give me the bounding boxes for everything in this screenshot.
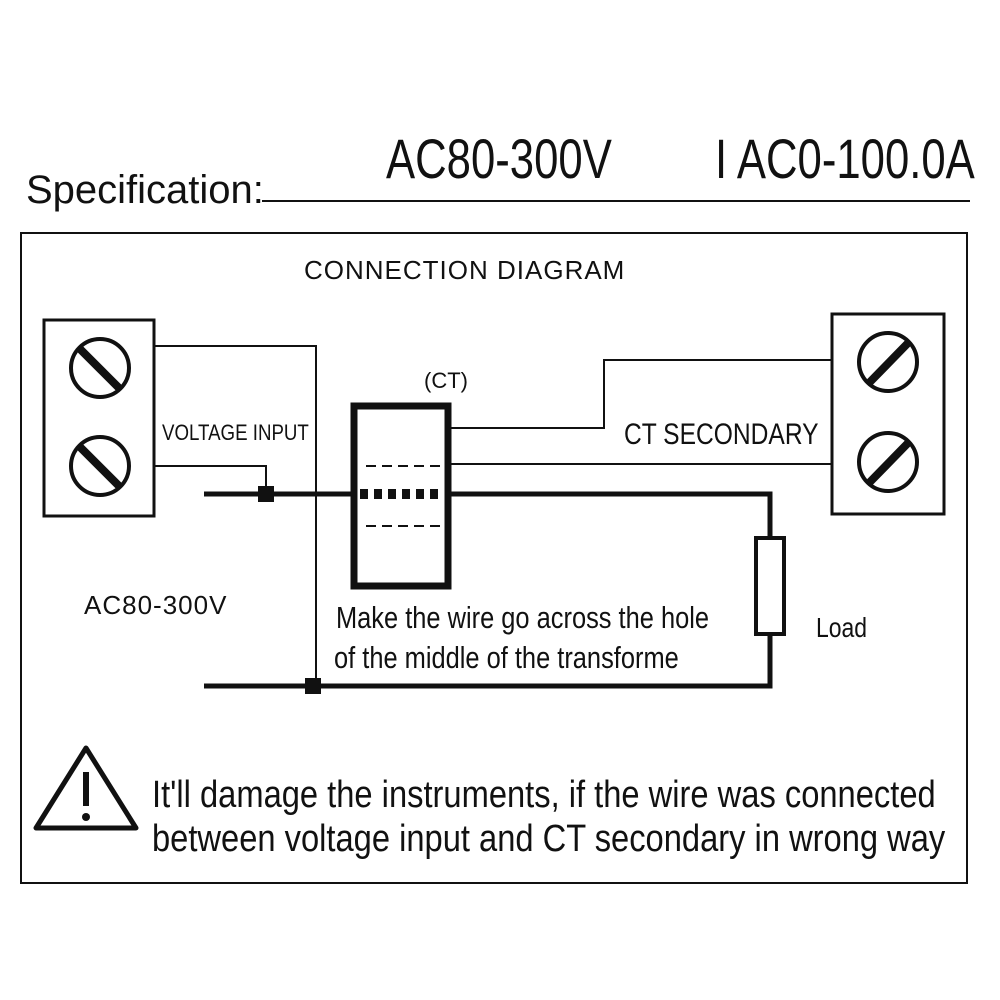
specification-label: Specification: [26,168,264,212]
load-resistor-icon [754,536,786,636]
warning-text-line-1: It'll damage the instruments, if the wir… [152,774,936,816]
load-label: Load [816,612,868,643]
wire-note-line-2: of the middle of the transforme [334,640,679,675]
terminal-screw-icon [857,431,919,493]
terminal-screw-icon [69,435,131,497]
main-current-line [204,491,773,689]
terminal-screw-icon [69,337,131,399]
spec-voltage-range: AC80-300V [386,127,612,190]
terminal-screw-icon [857,331,919,393]
ct-secondary-terminal-block [830,312,946,516]
warning-icon [33,745,139,831]
diagram-title: CONNECTION DIAGRAM [304,255,626,285]
wire-note-line-1: Make the wire go across the hole [336,600,710,635]
junction-dot [305,678,321,694]
diagram-frame [20,232,968,884]
spec-current-range: I AC0-100.0A [715,127,975,190]
voltage-input-wires [154,345,317,686]
ct-label: (CT) [424,368,468,393]
current-transformer [350,402,452,590]
voltage-terminal-block [42,318,156,518]
ct-secondary-label: CT SECONDARY [624,418,819,451]
ct-secondary-wires [450,359,832,465]
warning-text-line-2: between voltage input and CT secondary i… [152,818,946,860]
ac-range-label: AC80-300V [84,590,228,620]
spec-underline [262,200,970,202]
junction-dot [258,486,274,502]
voltage-input-label: VOLTAGE INPUT [162,420,309,445]
